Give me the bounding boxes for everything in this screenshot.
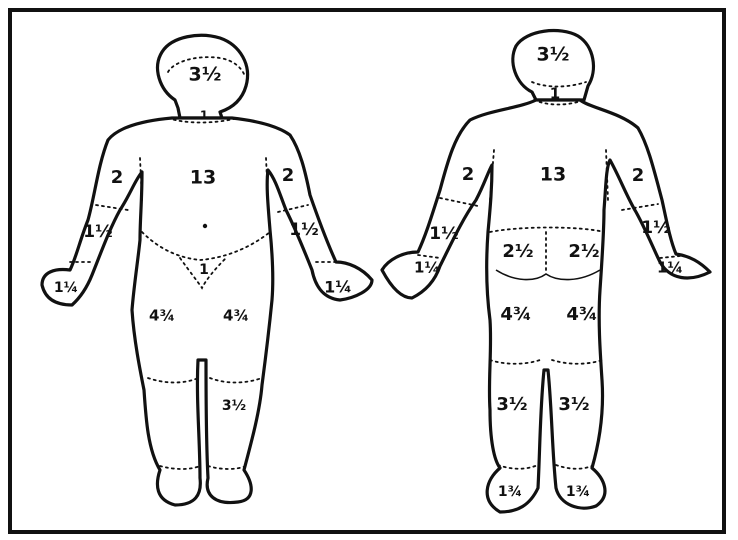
back-thigh-left-label: 4¾ [500, 304, 531, 325]
front-hand-left-label: 1¼ [54, 280, 78, 296]
front-head-label: 3½ [189, 64, 222, 86]
back-hand-right-label: 1¼ [657, 259, 683, 277]
back-trunk-label: 13 [540, 164, 566, 186]
front-leg-right-label: 3½ [222, 398, 246, 414]
front-neck-label: 1 [200, 109, 208, 123]
front-upper-arm-left-label: 2 [111, 167, 124, 188]
back-neck-label: 1 [550, 85, 560, 103]
front-upper-arm-right-label: 2 [282, 165, 295, 186]
front-hand-right-label: 1¼ [324, 278, 352, 297]
back-leg-right-label: 3½ [558, 394, 589, 415]
back-body-outline [382, 100, 710, 512]
front-navel-mark [203, 224, 207, 228]
back-hand-left-label: 1¼ [414, 259, 440, 277]
back-upper-arm-left-label: 2 [462, 164, 475, 185]
front-forearm-left-label: 1½ [83, 222, 112, 242]
back-foot-left-label: 1¾ [498, 484, 522, 500]
back-upper-arm-right-label: 2 [632, 165, 645, 186]
front-trunk-label: 13 [190, 167, 216, 189]
back-head-label: 3½ [537, 44, 570, 66]
back-forearm-left-label: 1½ [429, 224, 458, 244]
back-leg-left-label: 3½ [496, 394, 527, 415]
back-forearm-right-label: 1½ [641, 218, 670, 238]
front-thigh-right-label: 4¾ [223, 307, 249, 325]
back-buttock-right-label: 2½ [568, 241, 599, 262]
front-genitalia-label: 1 [199, 262, 209, 278]
front-forearm-right-label: 1½ [289, 220, 318, 240]
back-foot-right-label: 1¾ [566, 484, 590, 500]
front-thigh-left-label: 4¾ [149, 307, 175, 325]
back-buttock-left-label: 2½ [502, 241, 533, 262]
back-thigh-right-label: 4¾ [566, 304, 597, 325]
